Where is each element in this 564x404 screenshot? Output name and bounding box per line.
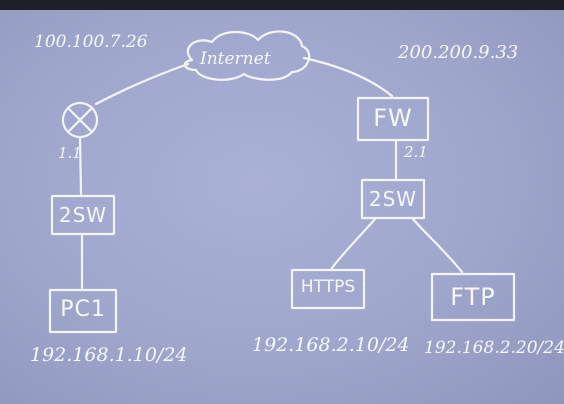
router-public-ip: 100.100.7.26 (34, 32, 148, 52)
https-box (290, 268, 366, 310)
firewall-port-label: 2.1 (404, 143, 428, 161)
right-switch-box (360, 178, 426, 220)
https-label: HTTPS (300, 277, 356, 297)
firewall-box (356, 96, 430, 142)
link-router-internet (94, 62, 190, 106)
screen-bezel (0, 0, 564, 10)
right-switch-label: 2SW (368, 187, 418, 211)
link-internet-firewall (302, 56, 394, 98)
pc-label: PC1 (60, 297, 106, 322)
ftp-box (430, 272, 516, 322)
link-router-switch (78, 135, 83, 196)
ftp-subnet-label: 192.168.2.20/24 (424, 338, 564, 358)
link-switch-ftp (410, 216, 464, 274)
firewall-label: FW (373, 104, 413, 132)
pc-subnet-label: 192.168.1.10/24 (30, 344, 188, 366)
ftp-label: FTP (450, 283, 496, 311)
left-switch-label: 2SW (58, 203, 108, 227)
link-switch-https (330, 216, 378, 270)
firewall-public-ip: 200.200.9.33 (398, 42, 519, 63)
https-subnet-label: 192.168.2.10/24 (252, 334, 410, 356)
pc-box (48, 288, 118, 334)
router-port-label: 1.1 (58, 144, 82, 162)
internet-label: Internet (200, 49, 271, 69)
